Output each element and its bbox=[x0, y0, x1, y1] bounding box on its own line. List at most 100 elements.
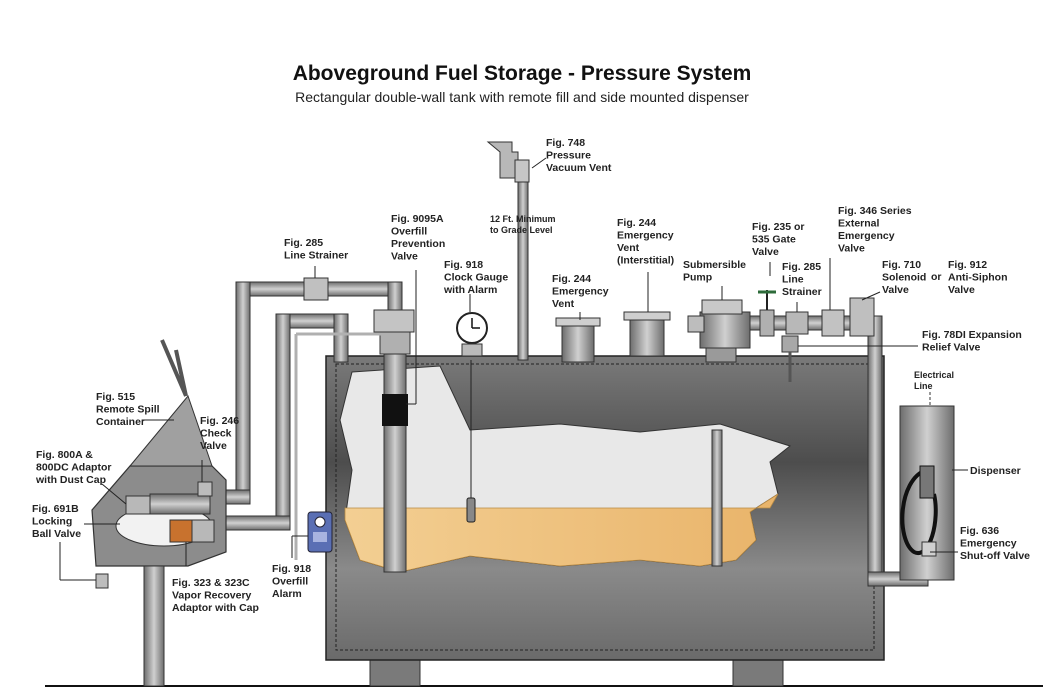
label-electrical-line-line: Electrical bbox=[914, 370, 954, 380]
tank-support-right bbox=[732, 657, 784, 687]
label-fig-285-right-line: Fig. 285 bbox=[782, 261, 821, 273]
label-fig-636-line: Fig. 636 bbox=[960, 525, 999, 537]
label-fig-691b-line: Ball Valve bbox=[32, 528, 81, 540]
label-fig-323-line: Adaptor with Cap bbox=[172, 602, 259, 614]
label-12ft-minimum-line: 12 Ft. Minimum bbox=[490, 214, 556, 224]
dispenser-nozzle bbox=[919, 465, 935, 499]
pressure-vacuum-vent bbox=[486, 141, 519, 179]
label-fig-244-interstitial-line: Emergency bbox=[617, 230, 674, 242]
label-fig-246-line: Check bbox=[200, 428, 232, 440]
label-fig-244-interstitial-line: Vent bbox=[617, 242, 640, 254]
label-fig-918-clock-gauge-line: with Alarm bbox=[443, 284, 497, 296]
label-fig-918-overfill-alarm-line: Fig. 918 bbox=[272, 563, 311, 575]
label-fig-636-line: Emergency bbox=[960, 538, 1017, 550]
label-fig-244-interstitial-line: (Interstitial) bbox=[617, 255, 674, 267]
label-fig-323-line: Fig. 323 & 323C bbox=[172, 577, 250, 589]
label-fig-918-clock-gauge-line: Fig. 918 bbox=[444, 259, 483, 271]
label-fig-691b-line: Locking bbox=[32, 516, 72, 528]
label-fig-244-emergency-vent-line: Emergency bbox=[552, 286, 609, 298]
locking-ball-valve bbox=[95, 573, 109, 589]
label-fig-285-left-line: Fig. 285 bbox=[284, 237, 323, 249]
shutoff-valve bbox=[921, 541, 937, 557]
diagram-subtitle: Rectangular double-wall tank with remote… bbox=[295, 89, 749, 105]
label-fig-918-overfill-alarm-line: Overfill bbox=[272, 576, 308, 588]
external-emergency-valve bbox=[821, 309, 845, 337]
label-fig-346-line: Valve bbox=[838, 243, 865, 255]
label-fig-244-emergency-vent-line: Vent bbox=[552, 298, 575, 310]
label-electrical-line-line: Line bbox=[914, 381, 933, 391]
label-submersible-pump-line: Submersible bbox=[683, 259, 746, 271]
label-submersible-pump-line: Pump bbox=[683, 272, 712, 284]
label-fig-9095a-line: Overfill bbox=[391, 226, 427, 238]
label-fig-244-emergency-vent-line: Fig. 244 bbox=[552, 273, 591, 285]
label-12ft-minimum-line: to Grade Level bbox=[490, 225, 553, 235]
expansion-relief-valve bbox=[781, 335, 799, 353]
label-fig-636-line: Shut-off Valve bbox=[960, 550, 1030, 562]
vent-pipe bbox=[517, 169, 529, 361]
label-fig-346-line: Emergency bbox=[838, 230, 895, 242]
label-fig-912-line: Anti-Siphon bbox=[948, 272, 1007, 284]
spill-container-lid bbox=[128, 394, 213, 467]
label-fig-912-line: Fig. 912 bbox=[948, 259, 987, 271]
line-strainer-right bbox=[785, 311, 809, 335]
tank-support-left bbox=[369, 657, 421, 687]
diagram-title: Aboveground Fuel Storage - Pressure Syst… bbox=[293, 62, 752, 85]
vapor-recovery-adaptor bbox=[169, 519, 193, 543]
submersible-pump bbox=[699, 311, 751, 349]
label-fig-246-line: Fig. 246 bbox=[200, 415, 239, 427]
label-fig-246-line: Valve bbox=[200, 440, 227, 452]
label-fig-285-left-line: Line Strainer bbox=[284, 250, 348, 262]
label-fig-918-overfill-alarm-line: Alarm bbox=[272, 588, 302, 600]
label-fig-285-right-line: Line bbox=[782, 274, 804, 286]
label-dispenser: Dispenser bbox=[970, 465, 1021, 477]
label-fig-323-line: Vapor Recovery bbox=[172, 590, 252, 602]
label-fig-710-line: Solenoid bbox=[882, 272, 926, 284]
label-fig-9095a-line: Fig. 9095A bbox=[391, 213, 444, 225]
label-or: or bbox=[931, 271, 942, 283]
gate-valve bbox=[759, 309, 775, 337]
solenoid-valve bbox=[849, 297, 875, 337]
emergency-vent-interstitial bbox=[629, 315, 665, 357]
label-fig-244-interstitial-line: Fig. 244 bbox=[617, 217, 656, 229]
label-fig-515-line: Container bbox=[96, 416, 145, 428]
label-fig-710-line: Fig. 710 bbox=[882, 259, 921, 271]
gauge-float bbox=[466, 497, 476, 523]
label-fig-78di-line: Relief Valve bbox=[922, 342, 981, 354]
label-fig-800a-line: with Dust Cap bbox=[35, 474, 106, 486]
label-fig-691b-line: Fig. 691B bbox=[32, 503, 79, 515]
label-fig-710-line: Valve bbox=[882, 284, 909, 296]
label-fig-912-line: Valve bbox=[948, 284, 975, 296]
label-fig-748-line: Vacuum Vent bbox=[546, 162, 612, 174]
overfill-valve-tube bbox=[383, 349, 407, 573]
label-fig-235-line: 535 Gate bbox=[752, 234, 796, 246]
interior-standpipe bbox=[711, 429, 723, 567]
check-valve bbox=[197, 481, 213, 497]
label-fig-9095a-line: Prevention bbox=[391, 238, 445, 250]
adaptor-dust-cap bbox=[125, 495, 151, 515]
overfill-valve-float bbox=[382, 394, 408, 426]
label-fig-235-line: Fig. 235 or bbox=[752, 221, 805, 233]
label-fig-515-line: Remote Spill bbox=[96, 404, 160, 416]
dispenser-hose bbox=[900, 468, 938, 555]
fuel-level bbox=[344, 493, 779, 573]
